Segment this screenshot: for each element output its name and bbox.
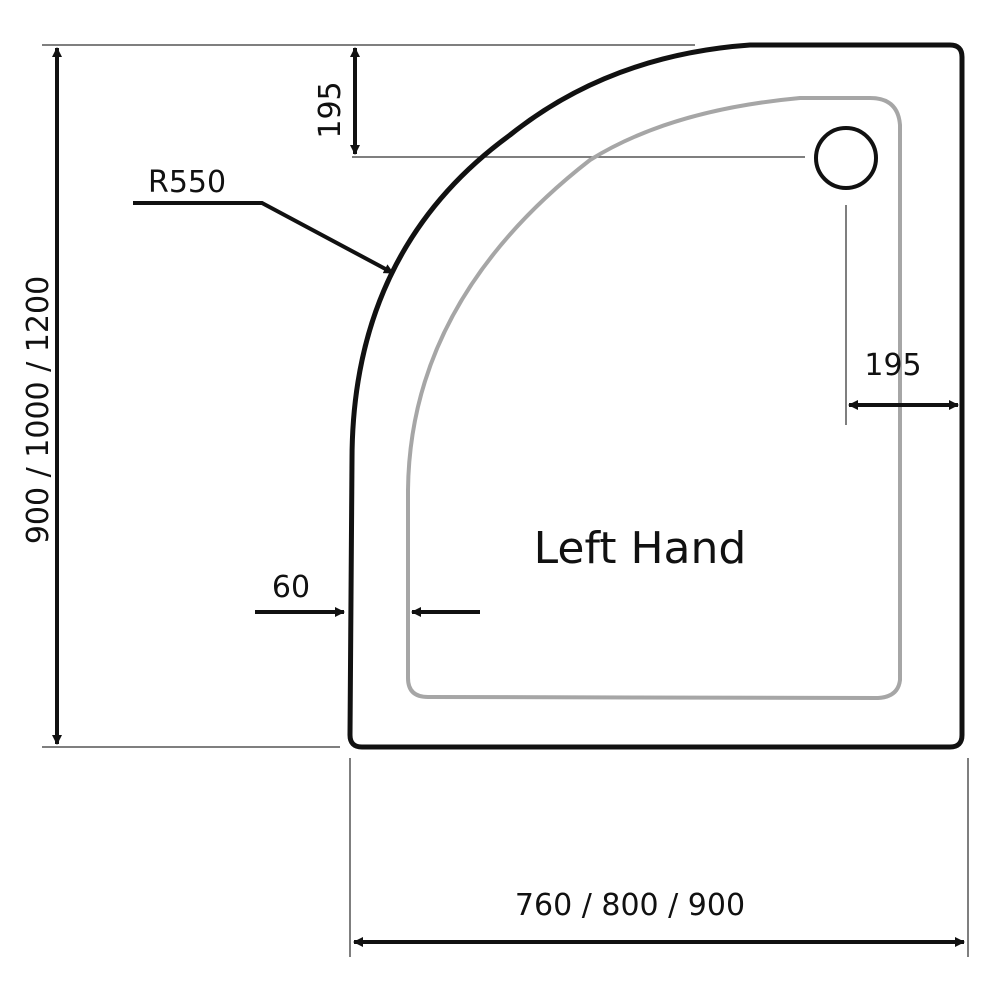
height-dimension-label: 900 / 1000 / 1200 — [21, 276, 56, 544]
radius-leader-line — [133, 201, 394, 275]
extension-lines — [42, 44, 969, 957]
width-dimension-label: 760 / 800 / 900 — [515, 888, 745, 923]
tray-inner-basin — [406, 96, 902, 700]
handing-label: Left Hand — [534, 523, 747, 574]
waste-top-offset-label: 195 — [313, 81, 348, 138]
radius-label: R550 — [148, 165, 226, 200]
rim-width-label: 60 — [272, 570, 310, 605]
waste-outlet-icon — [814, 126, 878, 190]
waste-side-offset-label: 195 — [864, 348, 921, 383]
tray-outline — [347, 42, 965, 750]
